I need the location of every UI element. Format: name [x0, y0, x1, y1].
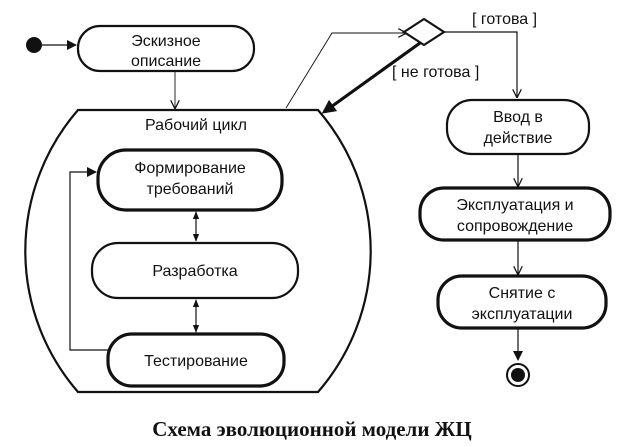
- decommission-label-line1: Снятие с: [489, 285, 556, 302]
- deploy-node: Ввод в действие: [445, 98, 591, 156]
- deploy-label-line2: действие: [484, 130, 553, 147]
- requirements-node: Формирование требований: [96, 148, 284, 212]
- ready-branch-arrow: [444, 31, 517, 97]
- sketch-label-line1: Эскизное: [131, 33, 201, 50]
- requirements-label-line2: требований: [147, 181, 234, 198]
- operation-label-line2: сопровождение: [457, 218, 573, 235]
- decommission-label-line2: эксплуатации: [472, 306, 573, 323]
- guard-not-ready-label: [ не готова ]: [392, 64, 479, 81]
- deploy-label-line1: Ввод в: [493, 109, 543, 126]
- operation-label-line1: Эксплуатация и: [456, 197, 573, 214]
- final-state: [506, 363, 530, 387]
- testing-node: Тестирование: [106, 332, 286, 388]
- testing-feedback-loop: [69, 167, 108, 351]
- decommission-node: Снятие с эксплуатации: [436, 274, 608, 330]
- working-cycle-title: Рабочий цикл: [145, 117, 247, 134]
- not-ready-branch-arrow: [321, 41, 421, 114]
- guard-ready-label: [ готова ]: [472, 11, 537, 28]
- cycle-to-decision-arrow: [285, 33, 406, 109]
- decision-diamond: [401, 17, 447, 47]
- development-node: Разработка: [90, 241, 300, 300]
- development-label: Разработка: [152, 263, 237, 280]
- sketch-description-node: Эскизное описание: [76, 24, 256, 73]
- sketch-label-line2: описание: [131, 53, 201, 70]
- initial-state: [26, 37, 42, 53]
- operation-node: Эксплуатация и сопровождение: [418, 186, 612, 242]
- diagram-caption: Схема эволюционной модели ЖЦ: [152, 417, 472, 441]
- requirements-label-line1: Формирование: [134, 160, 246, 177]
- testing-label: Тестирование: [144, 353, 248, 370]
